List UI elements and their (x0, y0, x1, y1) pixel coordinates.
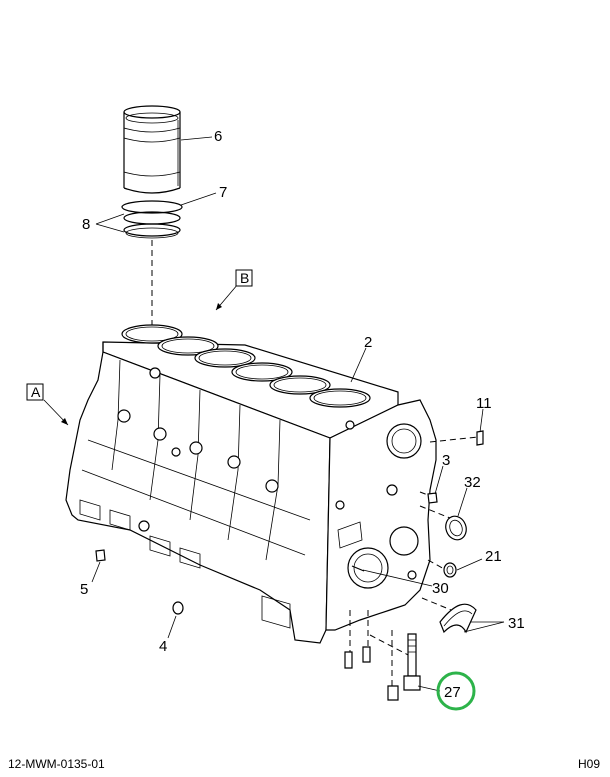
callout-7: 7 (219, 184, 227, 201)
o-rings (121, 200, 183, 239)
seal-32 (445, 515, 467, 541)
bearing-31 (439, 603, 477, 634)
pin-30 (351, 565, 365, 572)
reference-label-b: B (240, 270, 249, 286)
callout-5: 5 (80, 581, 88, 598)
drawing-number: 12-MWM-0135-01 (8, 757, 105, 771)
highlight-circle (436, 671, 476, 711)
reference-label-a: A (31, 384, 41, 400)
callout-6: 6 (214, 128, 222, 145)
engine-block (65, 324, 437, 644)
revision-code: H09 (577, 757, 600, 771)
studs (344, 646, 399, 701)
callout-31: 31 (508, 615, 525, 632)
callout-8: 8 (82, 216, 90, 233)
callout-27: 27 (444, 684, 461, 701)
dowel-3 (427, 492, 438, 504)
callout-30: 30 (432, 580, 449, 597)
cylinder-liner (123, 105, 181, 194)
bolt-27 (403, 633, 421, 691)
callout-21: 21 (485, 548, 502, 565)
plug-21 (443, 562, 457, 578)
plug-5 (95, 549, 106, 562)
plug-4 (172, 601, 184, 615)
assembly-lines (349, 436, 479, 686)
callout-3: 3 (442, 452, 450, 469)
callout-32: 32 (464, 474, 481, 491)
reference-box-b: B (235, 269, 253, 287)
callout-2: 2 (364, 334, 372, 351)
reference-box-a: A (26, 383, 44, 401)
callout-11: 11 (476, 395, 492, 412)
leader-lines (43, 136, 505, 692)
pin-11 (476, 430, 484, 446)
callout-4: 4 (159, 638, 167, 655)
